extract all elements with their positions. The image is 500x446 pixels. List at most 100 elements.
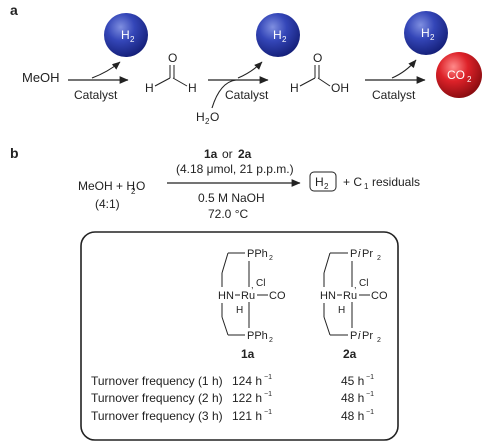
svg-text:O: O — [168, 51, 177, 65]
svg-text:residuals: residuals — [372, 175, 420, 189]
complex-2a-structure: P i Pr 2 HN Ru CO Cl , H P i Pr 2 — [320, 248, 388, 344]
svg-text:−1: −1 — [264, 409, 272, 416]
panel-b-reaction: b MeOH + H 2 O (4:1) 1a or 2a (4.18 μmol… — [10, 145, 420, 221]
svg-text:,: , — [354, 280, 357, 290]
svg-text:−1: −1 — [366, 391, 374, 398]
svg-text:H: H — [121, 28, 130, 42]
tof-row-3: Turnover frequency (3 h) 121 h −1 48 h −… — [91, 409, 374, 423]
svg-text:1a: 1a — [204, 147, 218, 161]
loading-label: (4.18 μmol, 21 p.p.m.) — [176, 162, 294, 176]
svg-text:PPh: PPh — [247, 330, 268, 342]
svg-text:CO: CO — [447, 68, 465, 82]
complex-1a-structure: PPh 2 HN Ru CO Cl , H PPh 2 — [218, 248, 286, 344]
svg-text:+ C: + C — [343, 175, 362, 189]
svg-text:HN: HN — [218, 290, 234, 302]
svg-text:H: H — [273, 28, 282, 42]
tof-row-label: Turnover frequency (1 h) — [91, 374, 223, 388]
release-arrow-3 — [391, 59, 417, 79]
svg-text:H: H — [196, 110, 205, 124]
svg-text:i: i — [358, 248, 361, 260]
svg-text:CO: CO — [269, 290, 286, 302]
methanol-label: MeOH — [22, 70, 60, 85]
svg-text:H: H — [188, 81, 197, 95]
panel-a-scheme: a MeOH Catalyst H 2 H H O Catalyst H 2 O… — [10, 2, 482, 126]
release-arrow-2 — [237, 61, 263, 79]
svg-text:H: H — [338, 305, 345, 316]
svg-text:O: O — [210, 110, 219, 124]
svg-text:H: H — [290, 81, 299, 95]
catalyst-label-1: Catalyst — [74, 88, 118, 102]
tof-value-2a: 45 h — [341, 374, 364, 388]
catalyst-label-2: Catalyst — [225, 88, 269, 102]
catalyst-box: PPh 2 HN Ru CO Cl , H PPh 2 1a P i Pr 2 … — [80, 231, 399, 441]
temperature-label: 72.0 °C — [208, 207, 248, 221]
svg-text:−1: −1 — [366, 374, 374, 381]
panel-a-label: a — [10, 2, 18, 18]
svg-text:P: P — [350, 248, 357, 260]
tof-value-1a: 121 h — [232, 409, 262, 423]
reactants-label: MeOH + H 2 O — [78, 179, 145, 196]
tof-row-1: Turnover frequency (1 h) 124 h −1 45 h −… — [91, 374, 374, 388]
svg-text:2: 2 — [269, 337, 273, 344]
svg-text:2: 2 — [130, 35, 135, 44]
svg-text:H: H — [145, 81, 154, 95]
svg-text:Cl: Cl — [359, 278, 368, 289]
svg-text:O: O — [313, 51, 322, 65]
tof-value-1a: 124 h — [232, 374, 262, 388]
h2-product-box: H 2 — [309, 171, 337, 192]
svg-text:PPh: PPh — [247, 248, 268, 260]
svg-text:2: 2 — [205, 117, 210, 126]
tof-value-1a: 122 h — [232, 391, 262, 405]
svg-text:2: 2 — [131, 187, 136, 196]
svg-text:P: P — [350, 330, 357, 342]
tof-row-2: Turnover frequency (2 h) 122 h −1 48 h −… — [91, 391, 374, 405]
svg-text:MeOH + H: MeOH + H — [78, 179, 135, 193]
h2-sphere-2: H 2 — [256, 13, 300, 57]
complex-1a-label: 1a — [241, 347, 255, 361]
water-inlet-arrow — [211, 79, 237, 109]
svg-text:2: 2 — [430, 33, 435, 42]
svg-text:,: , — [251, 280, 254, 290]
svg-text:i: i — [358, 330, 361, 342]
svg-text:−1: −1 — [264, 374, 272, 381]
formic-acid-structure: H OH O — [290, 51, 349, 95]
catalyst-box-frame — [80, 231, 399, 441]
catalyst-choice: 1a or 2a — [204, 147, 252, 161]
residuals-label: + C 1 residuals — [343, 175, 420, 191]
svg-text:2: 2 — [377, 255, 381, 262]
svg-text:H: H — [315, 175, 324, 189]
svg-text:2: 2 — [467, 75, 472, 84]
svg-text:1: 1 — [364, 182, 369, 191]
catalyst-label-3: Catalyst — [372, 88, 416, 102]
svg-text:Pr: Pr — [362, 330, 373, 342]
svg-text:Ru: Ru — [241, 290, 255, 302]
panel-b-label: b — [10, 145, 19, 161]
release-arrow-1 — [91, 61, 121, 79]
h2-sphere-3: H 2 — [404, 11, 448, 55]
h2-sphere-1: H 2 — [104, 13, 148, 57]
water-label: H 2 O — [196, 110, 219, 126]
svg-text:Ru: Ru — [343, 290, 357, 302]
complex-2a-label: 2a — [343, 347, 357, 361]
svg-text:Cl: Cl — [256, 278, 265, 289]
svg-text:or: or — [222, 147, 233, 161]
ratio-label: (4:1) — [95, 197, 120, 211]
svg-text:2: 2 — [324, 182, 329, 191]
tof-row-label: Turnover frequency (2 h) — [91, 391, 223, 405]
svg-text:2a: 2a — [238, 147, 252, 161]
tof-value-2a: 48 h — [341, 391, 364, 405]
svg-text:OH: OH — [331, 81, 349, 95]
svg-text:−1: −1 — [366, 409, 374, 416]
svg-text:H: H — [236, 305, 243, 316]
tof-value-2a: 48 h — [341, 409, 364, 423]
svg-text:Pr: Pr — [362, 248, 373, 260]
formaldehyde-structure: H H O — [145, 51, 197, 95]
svg-text:2: 2 — [282, 35, 287, 44]
svg-text:2: 2 — [377, 337, 381, 344]
base-label: 0.5 M NaOH — [198, 191, 265, 205]
svg-text:2: 2 — [269, 255, 273, 262]
svg-text:HN: HN — [320, 290, 336, 302]
svg-text:−1: −1 — [264, 391, 272, 398]
tof-row-label: Turnover frequency (3 h) — [91, 409, 223, 423]
svg-text:CO: CO — [371, 290, 388, 302]
